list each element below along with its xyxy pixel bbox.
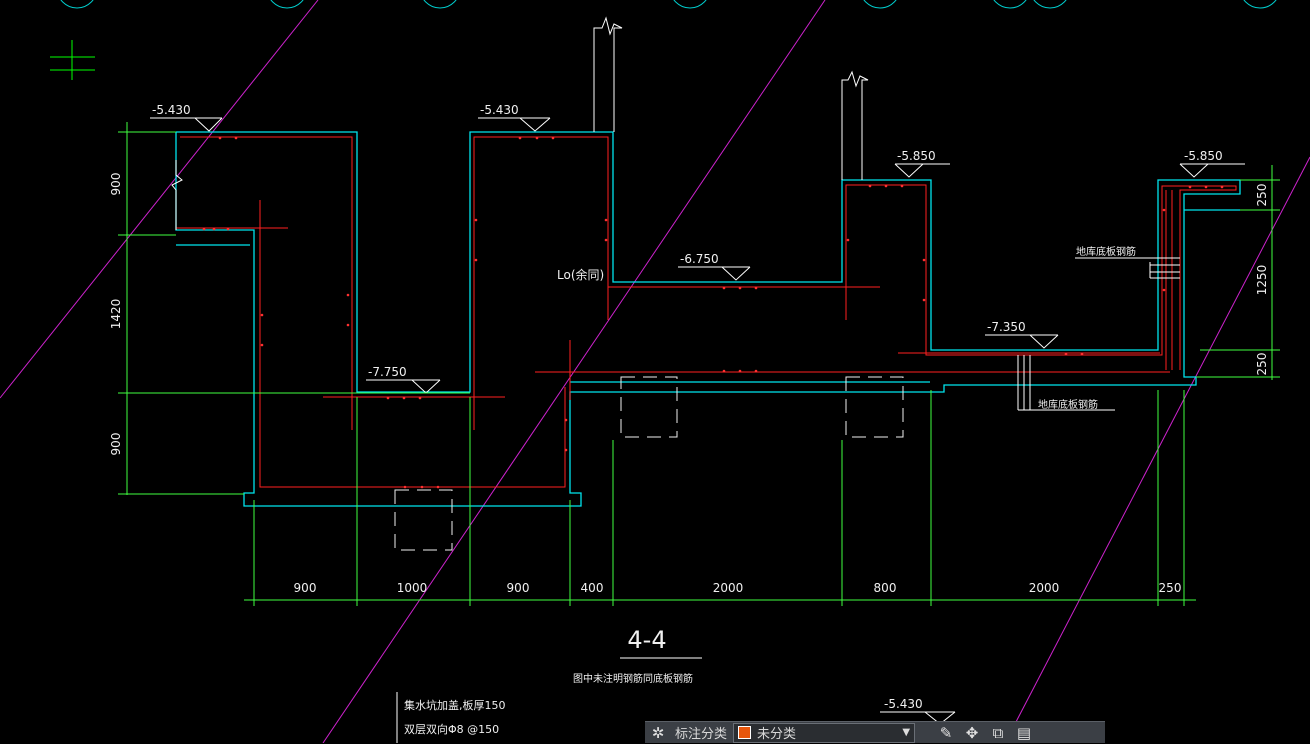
dimension-lines (118, 122, 1280, 606)
ucs-icon (50, 40, 95, 80)
elevation-label-6: -7.350 (987, 320, 1026, 334)
bottom-note-line-2: 双层双向Φ8 @150 (404, 722, 499, 736)
section-note: 图中未注明钢筋同底板钢筋 (573, 672, 693, 685)
category-label: 标注分类 (675, 727, 728, 742)
dim-right-1: 1250 (1255, 265, 1269, 296)
dim-h-1: 1000 (397, 581, 428, 595)
elevation-label-0: -5.430 (152, 103, 191, 117)
structure-outline (175, 131, 1241, 507)
dim-h-3: 400 (581, 581, 604, 595)
dim-left-1: 1420 (109, 299, 123, 330)
category-color-swatch (738, 726, 752, 739)
dim-right-2: 250 (1255, 353, 1269, 376)
category-dropdown[interactable]: 未分类 ▼ (733, 722, 916, 743)
elevation-label-3: -6.750 (680, 252, 719, 266)
category-value: 未分类 (757, 727, 797, 742)
dim-left-0: 900 (109, 173, 123, 196)
axis-bubbles (60, 0, 1277, 9)
dim-h-6: 2000 (1029, 581, 1060, 595)
elevation-label-1: -5.430 (480, 103, 519, 117)
section-title: 4-4 (627, 626, 666, 654)
foundation-rebar-label-upper: 地库底板钢筋 (1076, 245, 1136, 258)
layer-icon[interactable]: ▤ (1016, 723, 1032, 742)
dim-right-0: 250 (1255, 184, 1269, 207)
rebar-dots (202, 136, 1224, 489)
lap-length-label: Lo(余同) (557, 267, 604, 282)
elevation-markers (150, 117, 1245, 725)
annotation-toolbar: ✲ 标注分类 未分类 ▼ ✎ ✥ ⧉ ▤ (645, 721, 1105, 743)
elevation-label-5: -5.850 (1184, 149, 1223, 163)
dim-h-2: 900 (507, 581, 530, 595)
dim-left-2: 900 (109, 433, 123, 456)
column-stubs (171, 16, 869, 230)
elevation-label-7: -5.430 (884, 697, 923, 711)
dim-h-4: 2000 (713, 581, 744, 595)
rebar-outline (176, 136, 1237, 488)
toolbar-tools: ✎ ✥ ⧉ ▤ (933, 722, 1037, 744)
rebar-leader-lines (1017, 257, 1180, 411)
elevation-label-4: -5.850 (897, 149, 936, 163)
dim-h-7: 250 (1159, 581, 1182, 595)
dim-h-0: 900 (294, 581, 317, 595)
edit-icon[interactable]: ✎ (939, 723, 953, 742)
move-icon[interactable]: ✥ (965, 723, 979, 742)
copy-icon[interactable]: ⧉ (992, 723, 1004, 742)
elevation-label-2: -7.750 (368, 365, 407, 379)
chevron-down-icon: ▼ (902, 727, 911, 738)
foundation-rebar-label-lower: 地库底板钢筋 (1038, 398, 1098, 411)
right-dimension-texts: 250 1250 250 (1255, 184, 1269, 376)
elevation-texts: -5.430 -5.430 -7.750 -6.750 -5.850 -5.85… (152, 103, 1223, 711)
note-border (396, 657, 702, 743)
style-icon[interactable]: ✲ (651, 723, 665, 742)
horizontal-dimension-texts: 900 1000 900 400 2000 800 2000 250 (294, 581, 1182, 595)
left-dimension-texts: 900 1420 900 (109, 173, 123, 456)
bottom-note-line-1: 集水坑加盖,板厚150 (404, 698, 506, 712)
pile-caps (394, 376, 904, 551)
dim-h-5: 800 (874, 581, 897, 595)
